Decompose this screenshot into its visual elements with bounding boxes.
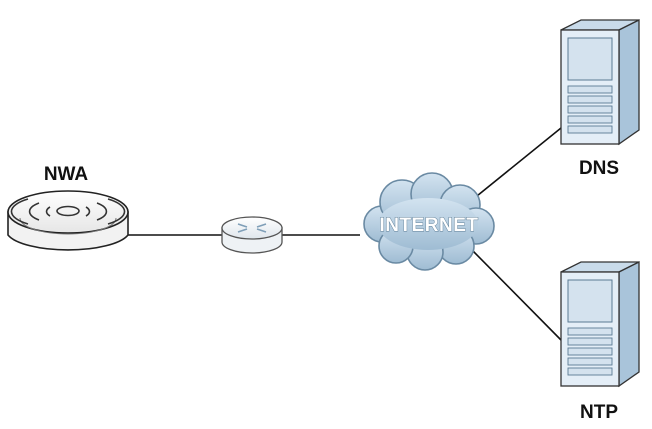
link-internet-ntp (471, 249, 562, 341)
ntp-label: NTP (580, 402, 618, 423)
links (128, 127, 562, 341)
cloud-icon (363, 172, 495, 271)
dns-label: DNS (579, 158, 619, 179)
router-node (221, 216, 283, 254)
access-point-icon (7, 190, 129, 251)
dns-node: DNS (560, 18, 640, 179)
server-icon (560, 260, 640, 388)
router-icon (221, 216, 283, 254)
ntp-node: NTP (560, 260, 640, 423)
server-icon (560, 18, 640, 146)
nwa-node: NWA (7, 164, 129, 251)
nwa-label: NWA (44, 164, 89, 185)
internet-node: INTERNET (363, 172, 495, 271)
link-internet-dns (471, 127, 562, 201)
internet-label: INTERNET (380, 215, 479, 236)
